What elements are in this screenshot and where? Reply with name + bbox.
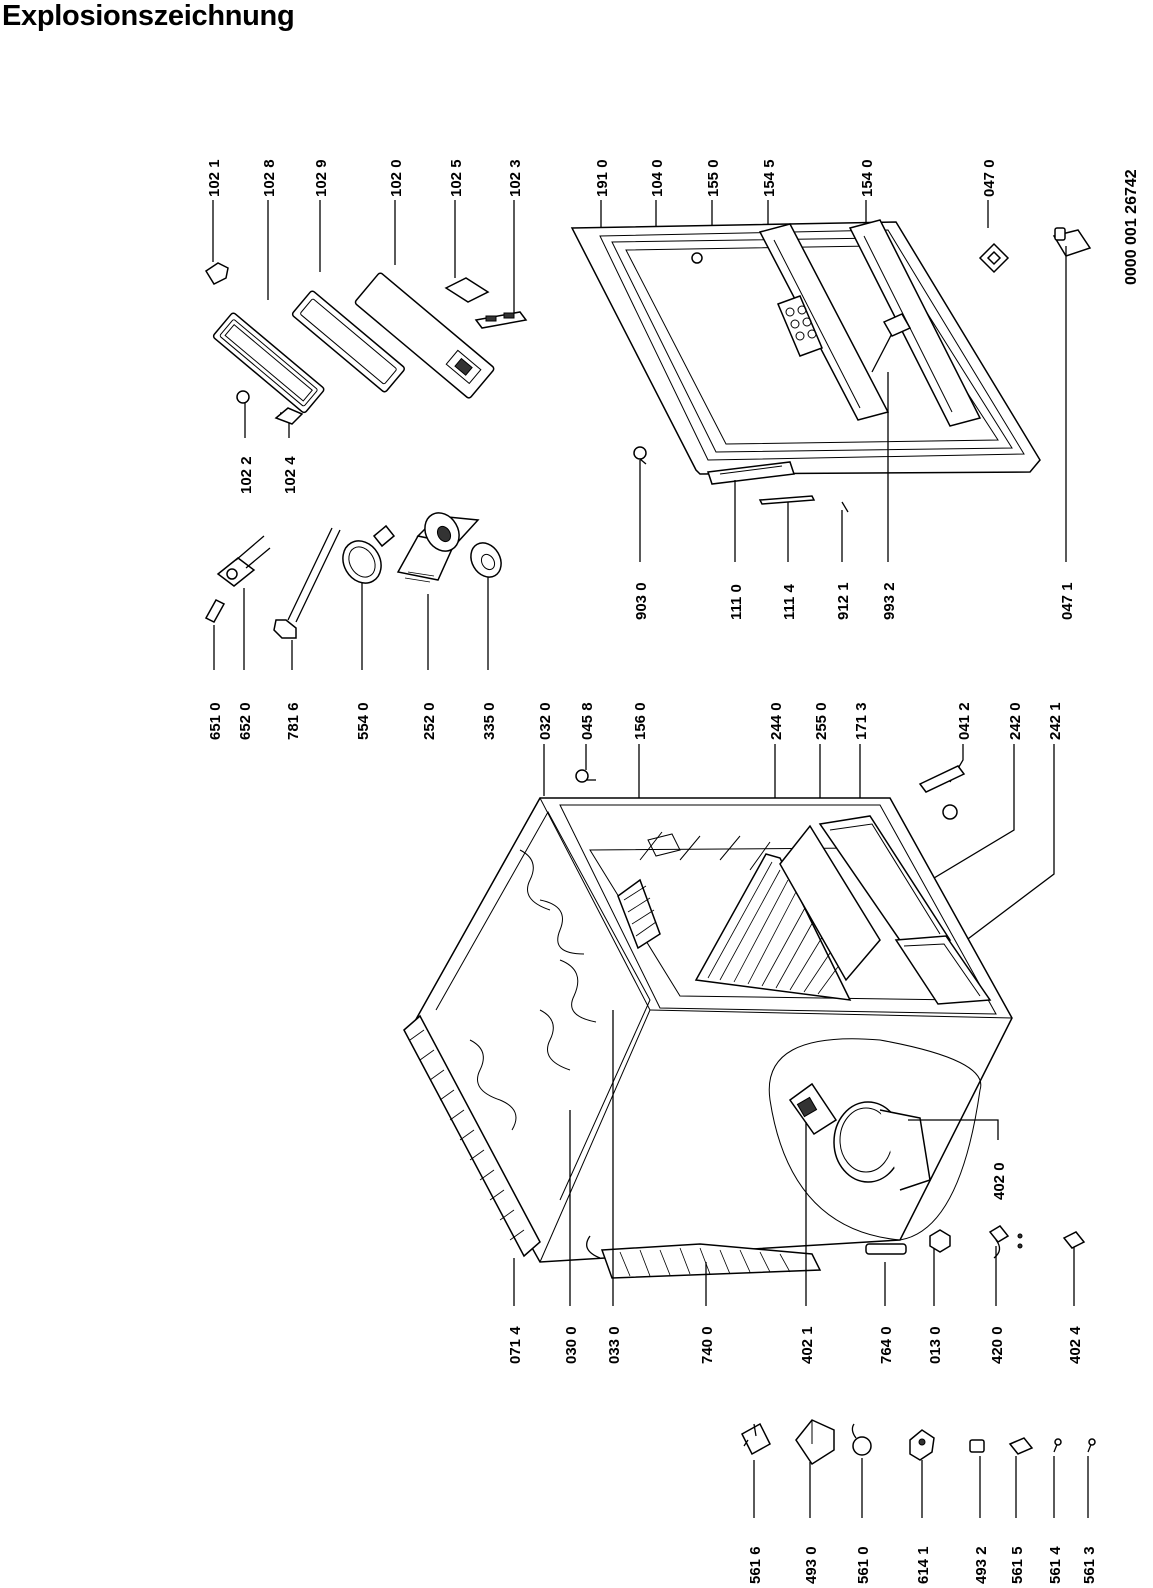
label-244-0: 244 0 xyxy=(768,702,785,740)
label-102-9: 102 9 xyxy=(313,159,330,197)
electrical-labels: 561 6 493 0 561 0 614 1 493 2 561 5 561 … xyxy=(747,1546,1098,1584)
bottom-small-parts xyxy=(865,1225,1086,1259)
label-561-6: 561 6 xyxy=(747,1546,764,1584)
label-561-0: 561 0 xyxy=(855,1546,872,1584)
label-030-0: 030 0 xyxy=(563,1326,580,1364)
label-402-4: 402 4 xyxy=(1067,1326,1084,1364)
label-102-0: 102 0 xyxy=(388,159,405,197)
mid-labels: 651 0 652 0 781 6 554 0 252 0 335 0 032 … xyxy=(207,702,1064,740)
label-561-5: 561 5 xyxy=(1009,1546,1026,1584)
label-652-0: 652 0 xyxy=(237,702,254,740)
label-554-0: 554 0 xyxy=(355,702,372,740)
top-labels: 102 1 102 8 102 9 102 0 102 5 102 3 191 … xyxy=(206,159,998,494)
door-small-parts xyxy=(633,446,849,513)
door-leader-lines xyxy=(639,246,1067,562)
bottom-labels: 402 0 071 4 030 0 033 0 740 0 402 1 764 … xyxy=(507,1162,1084,1364)
label-013-0: 013 0 xyxy=(927,1326,944,1364)
label-191-0: 191 0 xyxy=(594,159,611,197)
label-047-1: 047 1 xyxy=(1059,582,1076,620)
label-154-0: 154 0 xyxy=(859,159,876,197)
document-number: 0000 001 26742 xyxy=(1123,169,1140,285)
label-045-8: 045 8 xyxy=(579,702,596,740)
label-047-0: 047 0 xyxy=(981,159,998,197)
label-764-0: 764 0 xyxy=(878,1326,895,1364)
label-111-4: 111 4 xyxy=(781,583,798,620)
label-912-1: 912 1 xyxy=(835,582,852,620)
label-032-0: 032 0 xyxy=(537,702,554,740)
label-561-4: 561 4 xyxy=(1047,1546,1064,1584)
label-651-0: 651 0 xyxy=(207,702,224,740)
label-242-0: 242 0 xyxy=(1007,702,1024,740)
label-102-1: 102 1 xyxy=(206,159,223,197)
door-labels: 903 0 111 0 111 4 912 1 993 2 047 1 xyxy=(633,582,1076,620)
label-740-0: 740 0 xyxy=(699,1326,716,1364)
page-title: Explosionszeichnung xyxy=(2,0,295,32)
hinges xyxy=(978,227,1092,274)
fridge-door xyxy=(570,219,1041,485)
label-402-0: 402 0 xyxy=(991,1162,1008,1200)
label-033-0: 033 0 xyxy=(606,1326,623,1364)
label-614-1: 614 1 xyxy=(915,1546,932,1584)
fridge-cabinet xyxy=(403,765,1013,1279)
label-041-2: 041 2 xyxy=(956,702,973,740)
electrical-leader-lines xyxy=(753,1456,1089,1518)
label-155-0: 155 0 xyxy=(705,159,722,197)
label-154-5: 154 5 xyxy=(761,159,778,197)
label-111-0: 111 0 xyxy=(728,584,745,620)
label-255-0: 255 0 xyxy=(813,702,830,740)
label-156-0: 156 0 xyxy=(632,702,649,740)
label-102-3: 102 3 xyxy=(507,159,524,197)
label-335-0: 335 0 xyxy=(481,702,498,740)
label-493-0: 493 0 xyxy=(803,1546,820,1584)
label-561-3: 561 3 xyxy=(1081,1546,1098,1584)
label-993-2: 993 2 xyxy=(881,582,898,620)
label-102-8: 102 8 xyxy=(261,159,278,197)
bottom-leader-lines xyxy=(513,1010,1075,1306)
freezer-door-parts xyxy=(204,262,528,425)
thermostat-parts xyxy=(204,512,502,639)
label-903-0: 903 0 xyxy=(633,582,650,620)
label-102-5: 102 5 xyxy=(448,159,465,197)
label-781-6: 781 6 xyxy=(285,702,302,740)
label-252-0: 252 0 xyxy=(421,702,438,740)
electrical-parts xyxy=(741,1419,1096,1466)
label-102-4: 102 4 xyxy=(282,456,299,494)
label-071-4: 071 4 xyxy=(507,1326,524,1364)
label-102-2: 102 2 xyxy=(238,456,255,494)
label-104-0: 104 0 xyxy=(649,159,666,197)
label-402-1: 402 1 xyxy=(799,1326,816,1364)
label-420-0: 420 0 xyxy=(989,1326,1006,1364)
label-493-2: 493 2 xyxy=(973,1546,990,1584)
label-242-1: 242 1 xyxy=(1047,702,1064,740)
label-171-3: 171 3 xyxy=(853,702,870,740)
